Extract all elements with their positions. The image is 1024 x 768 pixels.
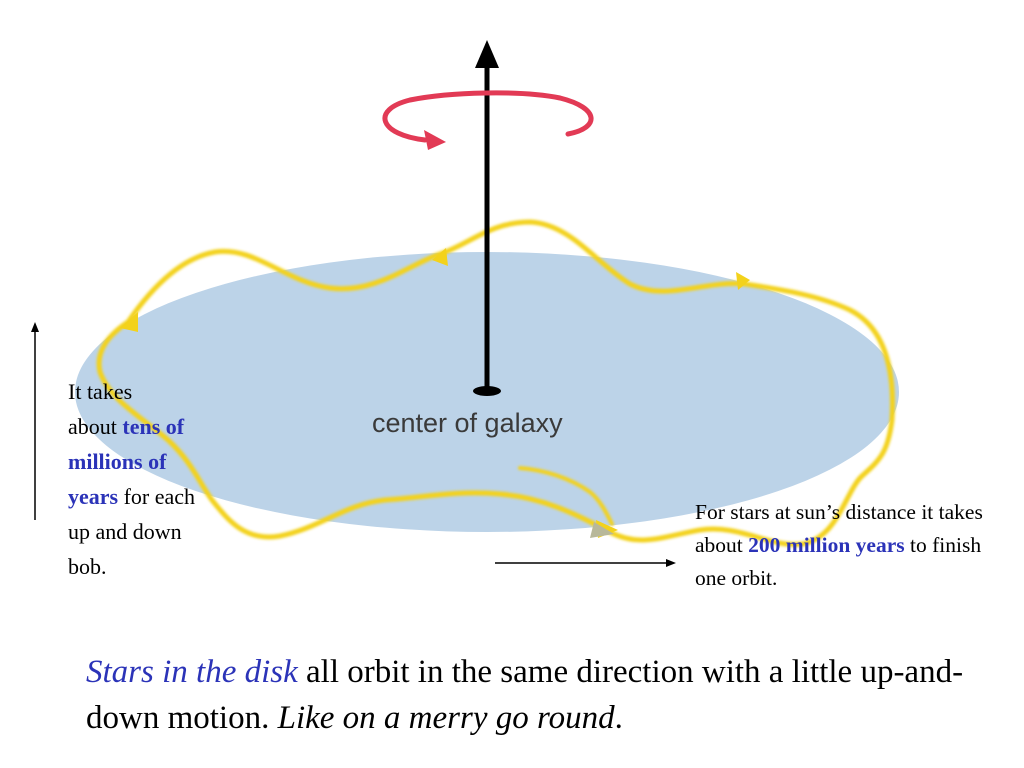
orbit-period-highlight: 200 million years xyxy=(748,533,905,557)
center-of-galaxy-label: center of galaxy xyxy=(372,408,563,438)
vertical-bob-note: It takes about tens of millions of years… xyxy=(68,379,196,579)
slide-caption: Stars in the disk all orbit in the same … xyxy=(86,654,964,736)
orbit-direction-arrows xyxy=(120,248,750,538)
vertical-bob-arrowhead xyxy=(31,322,39,332)
axis-arrowhead xyxy=(475,40,499,68)
caption-highlight: Stars in the disk xyxy=(86,654,298,690)
orbit-arrowhead xyxy=(736,272,750,290)
orbit-arrowhead xyxy=(120,312,138,332)
orbit-arrowhead xyxy=(432,248,448,266)
orbit-arrowhead xyxy=(590,522,614,538)
rotation-arrowhead xyxy=(424,130,446,150)
orbit-direction-arrowhead xyxy=(666,559,676,567)
galaxy-center-marker xyxy=(473,386,501,396)
bob-period-highlight: tens of millions of years xyxy=(68,414,185,509)
orbit-period-note: For stars at sun’s distance it takes abo… xyxy=(695,500,983,590)
caption-italic: Like on a merry go round xyxy=(277,700,615,736)
rotation-direction-icon xyxy=(382,90,594,143)
